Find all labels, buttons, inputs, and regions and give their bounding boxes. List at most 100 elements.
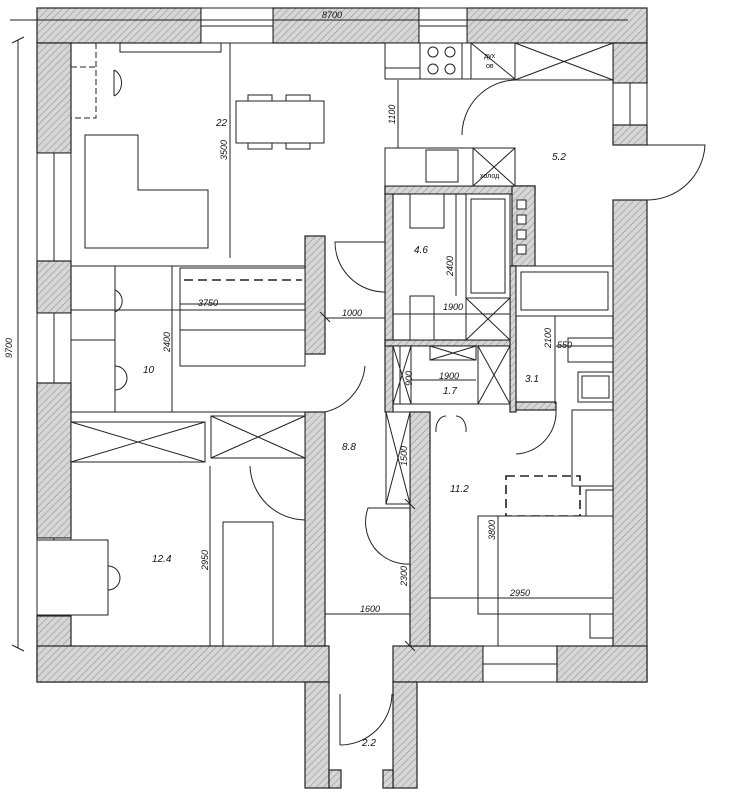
dim-corridor-width: 1000: [342, 308, 362, 318]
desk: [36, 539, 109, 616]
interior-walls: [304, 185, 557, 647]
outer-walls: [36, 7, 648, 789]
dim-living-depth: 3500: [219, 140, 229, 160]
wall-toilet-top: [384, 339, 516, 347]
washing-machine-inner: [581, 375, 610, 399]
wall-bottom-3: [556, 645, 648, 683]
wall-right-2: [612, 124, 648, 146]
door-balcony: [646, 144, 706, 201]
dim-small-bed-depth: 2950: [200, 550, 210, 571]
wall-right-1: [612, 42, 648, 84]
fixtures: дух ов холод: [36, 42, 614, 647]
dim-kitchen-span: 1900: [443, 302, 463, 312]
wall-top-2: [272, 7, 420, 44]
fridge-label: холод: [480, 173, 499, 180]
dim-bedroom-width: 3750: [198, 298, 218, 308]
room-living-area: 22: [215, 118, 228, 129]
dining-chair: [247, 94, 273, 102]
dim-large-bed-depth: 3800: [487, 520, 497, 540]
dim-kitchen-depth: 2400: [445, 256, 455, 277]
dim-total-height: 9700: [4, 338, 14, 358]
wall-entry-jamb-left: [328, 769, 342, 789]
dining-chair: [285, 142, 311, 150]
wall-entry-jamb-right: [382, 769, 394, 789]
sofa-shape: [84, 134, 209, 249]
radiator-block: [516, 199, 527, 210]
room-entry-area: 2.2: [361, 738, 376, 749]
doors: [249, 79, 706, 746]
radiator-block: [516, 214, 527, 225]
room-labels: 22 10 4.6 5.2 8.8 1.7 3.1 11.2 12.4 2.2: [143, 118, 566, 749]
radiator-block: [516, 229, 527, 240]
dining-chair: [285, 94, 311, 102]
bedroom-chair: [114, 289, 123, 313]
wall-living-corridor: [304, 235, 326, 355]
door-corridor-closet: [365, 507, 411, 565]
wall-bath-bottom: [515, 401, 557, 411]
wall-bottom-1: [36, 645, 330, 683]
dim-corridor-depth: 2300: [399, 566, 409, 587]
room-bath-area: 3.1: [525, 374, 539, 385]
dim-toilet-depth: 900: [404, 371, 414, 386]
radiator-block: [516, 244, 527, 255]
oven-label: дух: [484, 53, 496, 60]
dim-kitchen-width: 1100: [387, 105, 397, 124]
room-small-bedroom-area: 12.4: [152, 554, 172, 565]
wall-bath-left: [509, 265, 517, 413]
door-toilet: [435, 415, 467, 433]
tv-unit: [119, 43, 222, 53]
wall-entry-right: [392, 681, 418, 789]
dim-closet-depth: 1500: [399, 446, 409, 466]
cabinet-living: [71, 43, 97, 119]
room-bedroom-area: 10: [143, 365, 155, 376]
room-kitchen-area: 4.6: [414, 245, 428, 256]
dining-table: [235, 100, 325, 144]
desk-chair: [107, 565, 121, 591]
nightstand: [589, 613, 614, 639]
door-entry: [339, 693, 393, 746]
wall-left-2: [36, 260, 72, 314]
bedroom-chair: [114, 365, 128, 391]
door-bedroom: [324, 365, 366, 413]
dimension-labels: 8700 9700 3500 1100 3750 2400 1000 1900 …: [4, 10, 572, 614]
bedroom-cabinet: [70, 265, 116, 413]
chair-living: [113, 69, 122, 97]
nightstand-top: [585, 489, 614, 517]
dining-chair: [247, 142, 273, 150]
bath-tub-3-1-inner: [520, 271, 609, 311]
rug-dashed: [505, 475, 581, 517]
dim-bath-depth: 2100: [543, 328, 553, 349]
wall-left-3: [36, 382, 72, 539]
wall-entry-left: [304, 681, 330, 789]
oven-label-2: ов: [486, 63, 494, 70]
sink: [425, 149, 459, 183]
room-corridor-area: 8.8: [342, 442, 356, 453]
bath-sink-3-1: [567, 337, 614, 363]
wall-kitchen-left: [384, 185, 394, 413]
bathtub-inner: [470, 198, 506, 294]
wall-bottom-2: [392, 645, 484, 683]
wall-right-3: [612, 199, 648, 683]
bed-small: [222, 521, 274, 647]
dim-toilet-width: 1900: [439, 371, 459, 381]
dim-corridor-span: 1600: [360, 604, 380, 614]
door-kitchen: [461, 79, 516, 136]
wardrobe-large: [571, 409, 614, 487]
wall-corridor-left-lower: [304, 411, 326, 647]
wall-left-1: [36, 42, 72, 154]
door-small-bedroom: [249, 465, 306, 521]
stove: [419, 42, 463, 80]
dim-bath-width: 550: [557, 340, 572, 350]
wall-top-1: [36, 7, 202, 44]
dim-total-width: 8700: [322, 10, 342, 20]
wall-corridor-right-lower: [409, 411, 431, 647]
room-hall-area: 5.2: [552, 152, 566, 163]
kitchen-sink-4-6: [409, 193, 445, 229]
dim-bedroom-depth: 2400: [162, 332, 172, 353]
room-large-bedroom-area: 11.2: [450, 484, 469, 495]
dimension-lines: [10, 19, 628, 652]
room-toilet-area: 1.7: [443, 386, 457, 397]
door-kitchen-room: [334, 241, 386, 293]
wall-top-3: [466, 7, 648, 44]
